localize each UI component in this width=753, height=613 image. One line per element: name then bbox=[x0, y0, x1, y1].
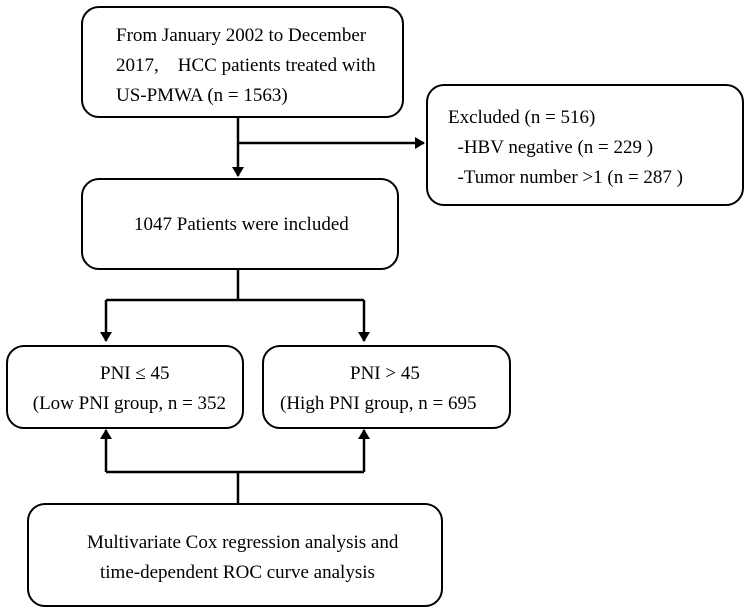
source-line-3: US-PMWA (n = 1563) bbox=[116, 85, 288, 106]
analysis-box: Multivariate Cox regression analysis and… bbox=[27, 503, 443, 607]
source-line-1: From January 2002 to December bbox=[116, 25, 367, 46]
source-population-box: From January 2002 to December 2017, HCC … bbox=[81, 6, 404, 118]
analysis-line-1: Multivariate Cox regression analysis and bbox=[87, 532, 399, 553]
excluded-line-2: -HBV negative (n = 229 ) bbox=[448, 137, 654, 158]
included-line-1: 1047 Patients were included bbox=[134, 214, 349, 235]
source-line-2: 2017, HCC patients treated with bbox=[116, 55, 376, 76]
excluded-line-3: -Tumor number >1 (n = 287 ) bbox=[448, 167, 684, 188]
high-group-line-1: PNI > 45 bbox=[350, 363, 420, 384]
included-box: 1047 Patients were included bbox=[81, 178, 399, 270]
high-pni-group-box: PNI > 45 (High PNI group, n = 695 bbox=[262, 345, 511, 429]
low-group-line-1: PNI ≤ 45 bbox=[100, 363, 170, 384]
excluded-line-1: Excluded (n = 516) bbox=[448, 107, 596, 128]
low-group-line-2: (Low PNI group, n = 352 bbox=[28, 393, 227, 414]
high-group-line-2: (High PNI group, n = 695 bbox=[280, 393, 477, 414]
analysis-line-2: time-dependent ROC curve analysis bbox=[100, 562, 375, 583]
excluded-box: Excluded (n = 516) -HBV negative (n = 22… bbox=[426, 84, 744, 206]
low-pni-group-box: PNI ≤ 45 (Low PNI group, n = 352 bbox=[6, 345, 244, 429]
